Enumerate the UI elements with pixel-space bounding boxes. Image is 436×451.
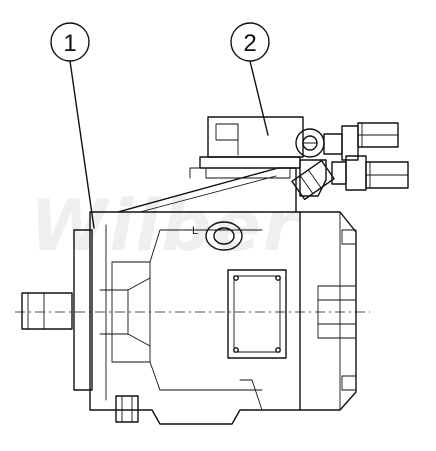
- internal-lower-contour: [111, 361, 263, 391]
- angled-fitting-ridge-1: [299, 175, 314, 195]
- callout-2: 2: [230, 22, 270, 136]
- pump-housing: L: [15, 211, 370, 425]
- internal-upper-contour: [111, 229, 263, 263]
- rear-port-block: [317, 285, 357, 339]
- rear-bolt-lower: [341, 375, 357, 391]
- port-l-outer: [205, 221, 243, 251]
- angled-fitting-body: [291, 159, 335, 201]
- housing-outline: [89, 211, 301, 425]
- rear-bolt-upper: [341, 229, 357, 245]
- lower-rib: [239, 379, 263, 411]
- valve-base-lower: [205, 167, 291, 179]
- port-l-inner: [213, 227, 235, 245]
- cone-inner-box: [99, 289, 129, 335]
- swash-casing-outline: [117, 167, 297, 213]
- valve-body: [207, 116, 304, 158]
- upper-fitting-collar: [323, 133, 343, 155]
- cone-line-2: [127, 333, 151, 347]
- nameplate-rivet-4: [275, 347, 281, 353]
- swash-casing: [117, 167, 297, 213]
- nameplate: [227, 269, 287, 359]
- angled-fitting-ridge-2: [307, 169, 322, 189]
- watermark-text: Wilber: [30, 185, 302, 267]
- rear-housing: [299, 211, 357, 411]
- angled-fitting: [291, 159, 335, 201]
- callout-1-leader: [69, 60, 95, 229]
- lower-fitting-collar: [331, 161, 347, 185]
- callout-1-label: 1: [63, 30, 76, 57]
- cone-line-1: [127, 277, 151, 291]
- callout-1: 1: [50, 22, 95, 229]
- swash-casing-step: [189, 167, 209, 179]
- valve-base: [199, 156, 301, 169]
- front-flange: [73, 229, 93, 391]
- valve-connector: [299, 159, 327, 197]
- drain-plug: [115, 395, 139, 423]
- nameplate-rivet-3: [233, 347, 239, 353]
- drive-shaft: [21, 292, 73, 330]
- nameplate-rivet-1: [233, 275, 239, 281]
- lower-fitting-nut: [345, 155, 367, 191]
- control-valve: [199, 116, 409, 201]
- valve-body-detail: [215, 123, 239, 141]
- nameplate-rivet-2: [275, 275, 281, 281]
- swash-casing-inner: [139, 175, 277, 213]
- callout-2-leader: [249, 60, 269, 136]
- upper-fitting-nut: [341, 125, 359, 161]
- port-l-label: L: [192, 225, 198, 237]
- nameplate-inner: [233, 275, 281, 353]
- callout-2-label: 2: [243, 30, 256, 57]
